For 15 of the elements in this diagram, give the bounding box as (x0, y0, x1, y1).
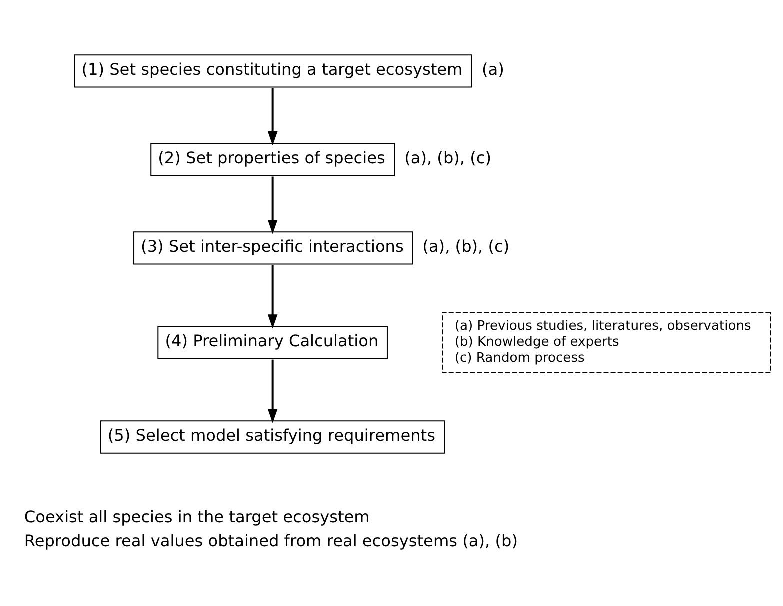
arrow (268, 359, 278, 423)
arrow (268, 88, 278, 146)
node-label: (a) (482, 59, 504, 78)
node-box: (5) Select model satisfying requirements (100, 420, 446, 454)
arrow (268, 176, 278, 234)
node-box: (2) Set properties of species (150, 142, 396, 176)
node-box: (3) Set inter-specific interactions (134, 231, 414, 264)
arrow (268, 264, 278, 328)
node-label: (a), (b), (c) (422, 236, 510, 256)
node-label: (a), (b), (c) (404, 148, 492, 167)
node-box: (1) Set species constituting a target ecosystem (74, 54, 472, 88)
label: Reproduce real values obtained from real ecosystems (a), (b) (24, 531, 518, 550)
node-box: (a) Previous studies, literatures, observations (b) Knowledge of experts (c) Random process (442, 312, 772, 373)
node-box: (4) Preliminary Calculation (158, 326, 388, 359)
label: Coexist all species in the target ecosystem (24, 507, 370, 526)
